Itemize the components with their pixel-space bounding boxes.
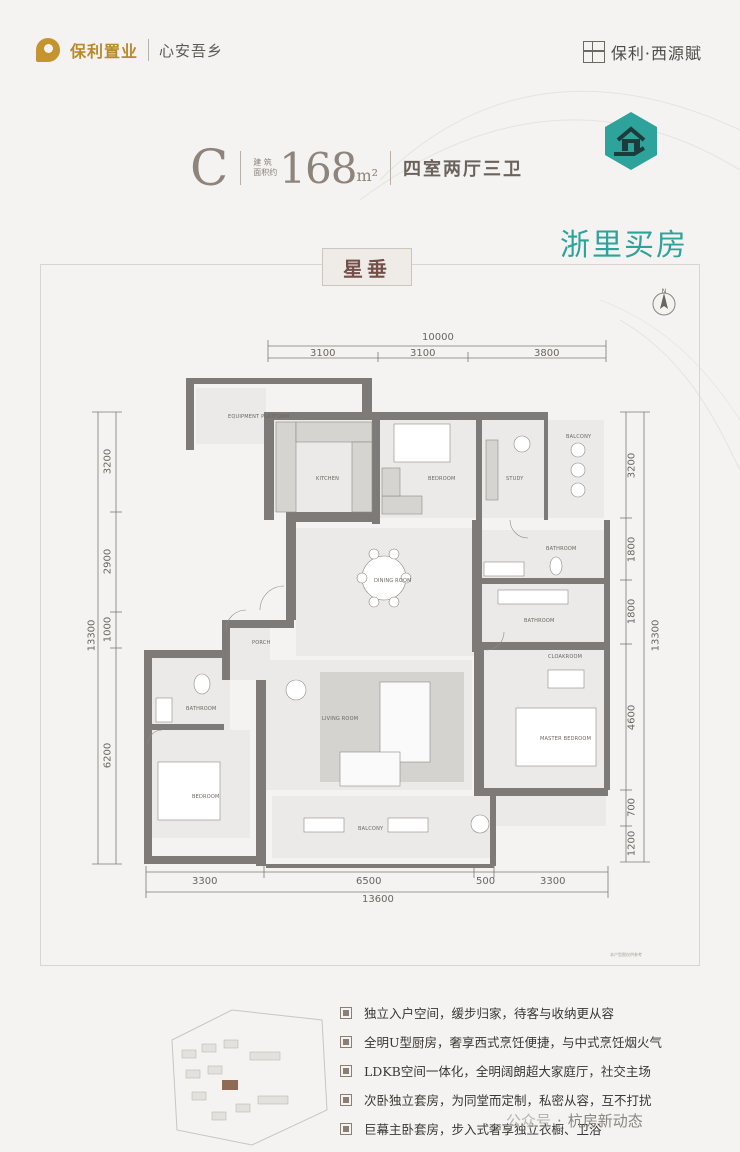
feature-text: 独立入户空间，缓步归家，待客与收纳更从容 [364, 1006, 615, 1021]
room-bathroom-right1: BATHROOM [546, 546, 577, 552]
dim-left-a: 3200 [102, 448, 114, 475]
room-cloakroom: CLOAKROOM [548, 654, 583, 660]
dim-bottom-d: 3300 [540, 876, 566, 887]
floor-plan [92, 340, 650, 898]
dim-left-d: 6200 [102, 742, 114, 769]
unit-header: C 建 筑 面积约 168 m² 四室两厅三卫 [190, 138, 523, 198]
unit-divider-2 [390, 151, 392, 185]
room-living: LIVING ROOM [322, 716, 359, 722]
dim-top-b: 3100 [410, 348, 436, 359]
dim-right-d: 4600 [626, 704, 638, 731]
dim-bottom-b: 6500 [356, 876, 382, 887]
area-caption: 建 筑 面积约 [253, 158, 279, 178]
feature-item: 全明U型厨房，奢享西式烹饪便捷，与中式烹饪烟火气 [340, 1027, 720, 1056]
top-bar: 保利置业 心安吾乡 保利·西源賦 [0, 0, 740, 110]
dim-bottom-c: 500 [476, 876, 496, 887]
room-bedroom-left: BEDROOM [192, 794, 220, 800]
project-name: 保利·西源賦 [610, 44, 702, 63]
feature-item: 次卧独立套房，为同堂而定制，私密从容，互不打扰 [340, 1085, 720, 1114]
room-equipment-platform: EQUIPMENT PLATFORM [228, 414, 290, 420]
dim-right-a: 3200 [626, 452, 638, 479]
watermark-text: 浙里买房 [560, 228, 688, 263]
room-bathroom-right2: BATHROOM [524, 618, 555, 624]
feature-text: 次卧独立套房，为同堂而定制，私密从容，互不打扰 [364, 1093, 652, 1108]
dim-left-c: 1000 [102, 616, 114, 643]
project-brand: 保利·西源賦 [582, 40, 702, 64]
room-master-bedroom: MASTER BEDROOM [540, 736, 592, 742]
room-balcony-top: BALCONY [566, 434, 592, 440]
feature-text: LDKB空间一体化，全明阔朗超大家庭厅，社交主场 [364, 1064, 651, 1079]
footer-prefix: 公众号 [506, 1112, 552, 1130]
feature-text: 全明U型厨房，奢享西式烹饪便捷，与中式烹饪烟火气 [364, 1035, 663, 1050]
area-caption-line2: 面积约 [253, 168, 278, 177]
room-bathroom-left: BATHROOM [186, 706, 217, 712]
feature-item: 巨幕主卧套房，步入式奢享独立衣橱、卫浴 [340, 1114, 720, 1143]
dim-bottom-a: 3300 [192, 876, 218, 887]
dim-left-b: 2900 [102, 548, 114, 575]
developer-brand: 保利置业 心安吾乡 [36, 38, 223, 62]
area-caption-line1: 建 筑 [253, 158, 272, 167]
feature-bullet-icon [340, 1006, 352, 1019]
dim-right-e: 700 [626, 797, 638, 818]
feature-bullet-icon [340, 1093, 352, 1106]
room-porch: PORCH [252, 640, 271, 646]
house-badge-icon [605, 112, 657, 170]
plan-footnote: 本户型图仅供参考 [610, 952, 642, 957]
feature-text: 巨幕主卧套房，步入式奢享独立衣橱、卫浴 [364, 1122, 602, 1137]
dim-top-total: 10000 [422, 332, 454, 343]
poly-logo-icon [36, 38, 60, 62]
feature-item: LDKB空间一体化，全明阔朗超大家庭厅，社交主场 [340, 1056, 720, 1085]
room-kitchen: KITCHEN [316, 476, 340, 482]
area-unit: m² [356, 165, 379, 185]
dim-right-total: 13300 [650, 619, 662, 652]
dim-right-c: 1800 [626, 598, 638, 625]
footer-account-name: 杭房新动态 [567, 1112, 643, 1130]
brand-slogan: 心安吾乡 [159, 41, 224, 60]
dim-right-b: 1800 [626, 536, 638, 563]
feature-bullet-icon [340, 1064, 352, 1077]
plan-name: 星垂 [343, 256, 391, 281]
room-balcony-bottom: BALCONY [358, 826, 384, 832]
dim-top-c: 3800 [534, 348, 560, 359]
feature-list: 独立入户空间，缓步归家，待客与收纳更从容 全明U型厨房，奢享西式烹饪便捷，与中式… [340, 998, 720, 1143]
dim-left-total: 13300 [86, 619, 98, 652]
north-arrow-icon: N [652, 288, 676, 316]
room-count: 四室两厅三卫 [403, 159, 524, 180]
dim-top-a: 3100 [310, 348, 336, 359]
dim-bottom-total: 13600 [362, 894, 394, 905]
unit-divider [240, 151, 242, 185]
brand-name: 保利置业 [70, 42, 139, 61]
footer-watermark: 公众号 · 杭房新动态 [506, 1110, 643, 1131]
unit-type-letter: C [190, 139, 229, 197]
room-bedroom-top: BEDROOM [428, 476, 456, 482]
feature-bullet-icon [340, 1122, 352, 1135]
svg-text:N: N [662, 288, 667, 295]
room-study: STUDY [506, 476, 524, 482]
plan-name-tag: 星垂 [322, 248, 412, 286]
room-dining: DINING ROOM [374, 578, 412, 584]
brand-divider [148, 39, 150, 61]
project-logo-icon [582, 41, 605, 63]
dim-right-f: 1200 [626, 830, 638, 857]
feature-item: 独立入户空间，缓步归家，待客与收纳更从容 [340, 998, 720, 1027]
footer-dot: · [557, 1111, 562, 1130]
feature-bullet-icon [340, 1035, 352, 1048]
area-value: 168 [279, 143, 357, 193]
site-plan-thumbnail [171, 1009, 328, 1146]
